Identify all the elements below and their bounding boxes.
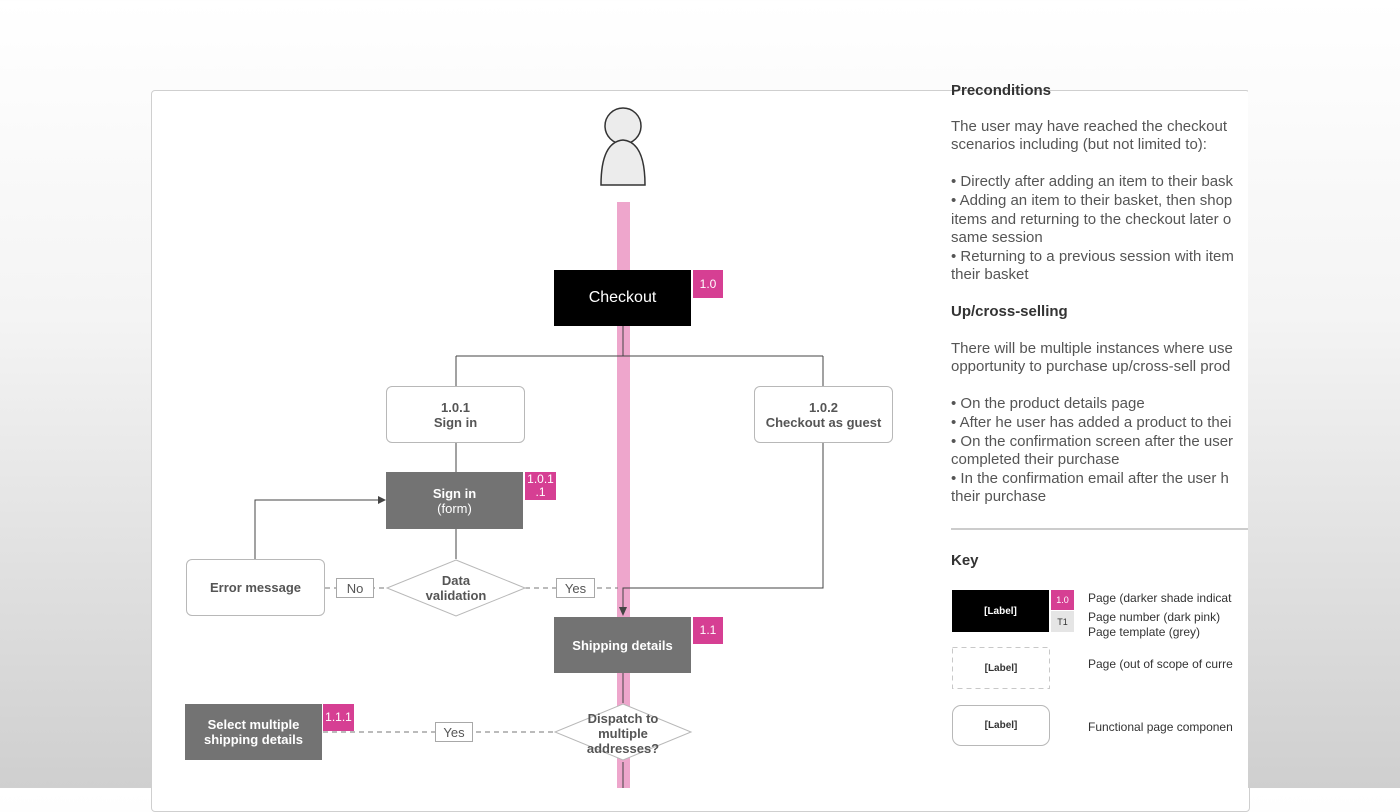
shipping-label: Shipping details (572, 637, 673, 653)
notes-panel: Preconditions The user may have reached … (951, 80, 1248, 780)
sign-in-form-badge-line1: 1.0.1 (527, 472, 554, 486)
note-line: • Returning to a previous session with i… (951, 247, 1234, 265)
edge-label-yes: Yes (556, 578, 595, 598)
key-func-box: [Label] (952, 705, 1050, 746)
note-line: same session (951, 229, 1043, 247)
note-line: scenarios including (but not limited to)… (951, 136, 1207, 154)
note-line: • After he user has added a product to t… (951, 413, 1232, 431)
note-line: • Adding an item to their basket, then s… (951, 191, 1233, 209)
key-oos-box: [Label] (984, 662, 1018, 674)
note-line: completed their purchase (951, 451, 1120, 469)
multi-ship-line1: Select multiple (207, 717, 300, 732)
sign-in-form-page[interactable]: Sign in (form) (386, 472, 523, 529)
note-line: items and returning to the checkout late… (951, 210, 1232, 228)
key-page-desc-1: Page (darker shade indicat (1088, 591, 1232, 605)
checkout-as-guest-component[interactable]: 1.0.2 Checkout as guest (754, 386, 893, 443)
key-oos-desc: Page (out of scope of curre (1088, 657, 1233, 671)
note-line: opportunity to purchase up/cross-sell pr… (951, 358, 1231, 376)
shipping-details-page[interactable]: Shipping details (554, 617, 691, 673)
checkout-badge: 1.0 (693, 270, 723, 298)
error-label: Error message (209, 580, 302, 595)
user-icon (600, 107, 646, 186)
edge-label-yes-2: Yes (435, 722, 473, 742)
validation-line1: Data (441, 573, 471, 588)
sign-in-form-sub: (form) (437, 500, 472, 516)
error-message-component[interactable]: Error message (186, 559, 325, 616)
sign-in-form-badge: 1.0.1 .1 (525, 472, 556, 500)
key-page-desc-2: Page number (dark pink) (1088, 610, 1221, 624)
note-line: • On the confirmation screen after the u… (951, 432, 1234, 450)
note-line: their purchase (951, 488, 1047, 506)
sign-in-number: 1.0.1 (441, 399, 470, 415)
guest-number: 1.0.2 (809, 399, 838, 415)
key-page-desc-3: Page template (grey) (1088, 625, 1201, 639)
upsell-heading: Up/cross-selling (951, 302, 1068, 320)
key-template-badge: T1 (1051, 611, 1074, 632)
sign-in-component[interactable]: 1.0.1 Sign in (386, 386, 525, 443)
note-line: • In the confirmation email after the us… (951, 469, 1229, 487)
guest-label: Checkout as guest (765, 414, 882, 430)
note-line: • Directly after adding an item to their… (951, 173, 1234, 191)
page-background-right (1248, 0, 1400, 788)
key-page-number-badge: 1.0 (1051, 590, 1074, 610)
key-oos-outline (952, 647, 1050, 689)
dispatch-diamond (553, 703, 693, 761)
edge-label-no: No (336, 578, 374, 598)
key-page-box: [Label] (952, 590, 1049, 632)
checkout-page[interactable]: Checkout (554, 270, 691, 326)
multi-ship-line2: shipping details (204, 732, 303, 747)
dispatch-line2: multiple (598, 725, 648, 741)
data-validation-label: Data validation (400, 568, 512, 608)
note-line: their basket (951, 266, 1029, 284)
data-validation-diamond (385, 559, 527, 617)
checkout-label: Checkout (588, 289, 657, 306)
sign-in-form-badge-line2: .1 (535, 485, 546, 499)
note-line: • On the product details page (951, 395, 1145, 413)
select-multiple-shipping-page[interactable]: Select multiple shipping details (185, 704, 322, 760)
diagram-canvas (151, 90, 1250, 812)
sign-in-form-label: Sign in (432, 485, 477, 501)
key-heading: Key (951, 552, 979, 569)
dispatch-line3: addresses? (586, 740, 660, 756)
note-line: There will be multiple instances where u… (951, 339, 1233, 357)
validation-line2: validation (425, 588, 487, 603)
key-func-desc: Functional page componen (1088, 720, 1233, 734)
dispatch-label: Dispatch to multiple addresses? (565, 710, 681, 756)
dispatch-line1: Dispatch to (587, 710, 659, 726)
shipping-badge: 1.1 (693, 617, 723, 644)
sign-in-label: Sign in (433, 414, 478, 430)
note-line: The user may have reached the checkout (951, 117, 1227, 135)
preconditions-heading: Preconditions (951, 82, 1052, 99)
multi-ship-badge: 1.1.1 (323, 704, 354, 731)
